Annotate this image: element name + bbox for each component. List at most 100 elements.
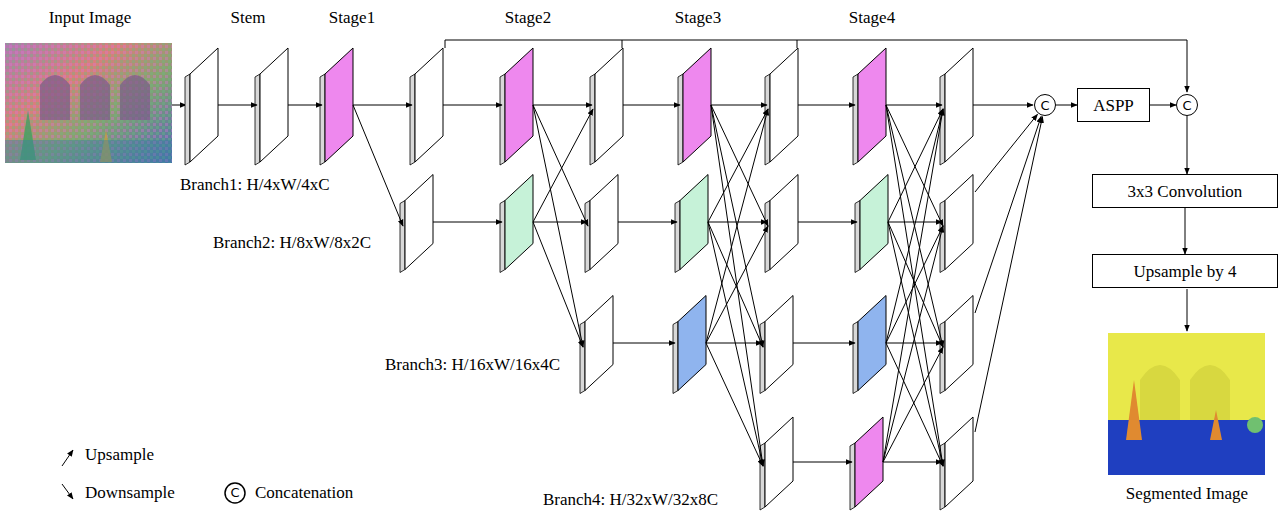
slab-side	[853, 322, 858, 394]
feature-map	[770, 48, 798, 162]
slab-side	[850, 443, 855, 510]
feature-map	[415, 48, 443, 162]
stage-label: Stage4	[849, 9, 895, 28]
flow-line	[975, 116, 1041, 313]
feature-map	[190, 48, 218, 162]
feature-map	[260, 48, 288, 162]
flow-arrow	[1056, 105, 1077, 106]
box-text: 3x3 Convolution	[1128, 183, 1243, 200]
slab-side	[400, 201, 405, 273]
process-box: Upsample by 4	[1092, 254, 1278, 288]
legend-text: Concatenation	[255, 484, 353, 503]
feature-maps	[185, 48, 973, 510]
flow-line	[883, 226, 943, 462]
feature-map	[585, 296, 613, 391]
concat-circle: C	[1176, 94, 1198, 116]
legend-text: Downsample	[85, 484, 175, 503]
flow-line	[883, 109, 943, 462]
box-text: ASPP	[1093, 97, 1134, 114]
flow-line	[433, 222, 502, 223]
slab-side	[673, 322, 678, 394]
flow-arrow	[1187, 116, 1188, 174]
feature-map	[945, 296, 973, 391]
flow-line	[708, 222, 763, 347]
legend-symbol-text: C	[230, 486, 239, 500]
flow-line	[883, 347, 943, 462]
feature-map	[770, 175, 798, 270]
flow-line	[613, 343, 675, 344]
feature-map	[590, 175, 618, 270]
flow-line	[706, 343, 763, 466]
feature-map	[505, 48, 533, 162]
flow-line	[706, 226, 768, 343]
feature-map	[505, 175, 533, 270]
stage-label: Stage1	[329, 9, 375, 28]
flow-line	[533, 105, 588, 226]
concat-symbol: C	[1182, 99, 1191, 112]
input-image	[5, 43, 172, 163]
flow-line	[886, 105, 942, 106]
flow-line	[973, 105, 1033, 106]
slab-side	[185, 74, 190, 165]
flow-line	[533, 105, 592, 106]
stage-label: Stage2	[505, 9, 551, 28]
branch-label: Branch4: H/32xW/32x8C	[543, 491, 718, 510]
slab-side	[500, 201, 505, 273]
feature-map	[405, 175, 433, 270]
slab-side	[500, 74, 505, 165]
flow-line	[886, 226, 943, 343]
branch-label: Branch1: H/4xW/4xC	[180, 176, 330, 195]
flow-line	[533, 222, 583, 347]
slab-side	[320, 74, 325, 165]
slab-side	[410, 74, 415, 165]
feature-map	[595, 48, 623, 162]
slab-side	[855, 201, 860, 273]
flow-line	[883, 462, 942, 463]
feature-map	[945, 175, 973, 270]
image-caption: Segmented Image	[1126, 485, 1248, 504]
flow-line	[886, 343, 942, 344]
flow-line	[533, 222, 587, 223]
slab-side	[853, 74, 858, 165]
feature-map	[765, 296, 793, 391]
flow-line	[443, 105, 502, 106]
skip-bus-line	[445, 40, 1187, 92]
feature-map	[860, 175, 888, 270]
flow-arrow	[1185, 208, 1186, 254]
flow-line	[711, 105, 767, 106]
feature-map	[765, 417, 793, 507]
flow-line	[618, 222, 677, 223]
feature-map	[680, 175, 708, 270]
feature-map	[945, 417, 973, 507]
slab-side	[940, 322, 945, 394]
flow-line	[793, 462, 852, 463]
feature-map	[858, 296, 886, 391]
branch-label: Branch3: H/16xW/16x4C	[385, 356, 560, 375]
flow-line	[353, 105, 403, 226]
flow-line	[353, 105, 412, 106]
flow-line	[888, 109, 943, 222]
flow-line	[886, 109, 943, 343]
slab-side	[590, 74, 595, 165]
slab-side	[255, 74, 260, 165]
slab-side	[585, 201, 590, 273]
feature-map	[945, 48, 973, 162]
stage-label: Stage3	[675, 9, 721, 28]
slab-side	[760, 322, 765, 394]
feature-map	[855, 417, 883, 507]
feature-map	[325, 48, 353, 162]
branch-label: Branch2: H/8xW/8x2C	[213, 234, 371, 253]
stage-label: Stem	[231, 9, 266, 28]
flow-line	[975, 117, 1042, 432]
flow-line	[708, 109, 768, 222]
flow-line	[706, 343, 762, 344]
legend-text: Upsample	[85, 446, 154, 465]
flow-line	[793, 343, 855, 344]
flow-line	[798, 222, 857, 223]
box-text: Upsample by 4	[1134, 263, 1237, 280]
flow-line	[288, 105, 322, 106]
slab-side	[675, 201, 680, 273]
segmented-image	[1108, 333, 1265, 475]
